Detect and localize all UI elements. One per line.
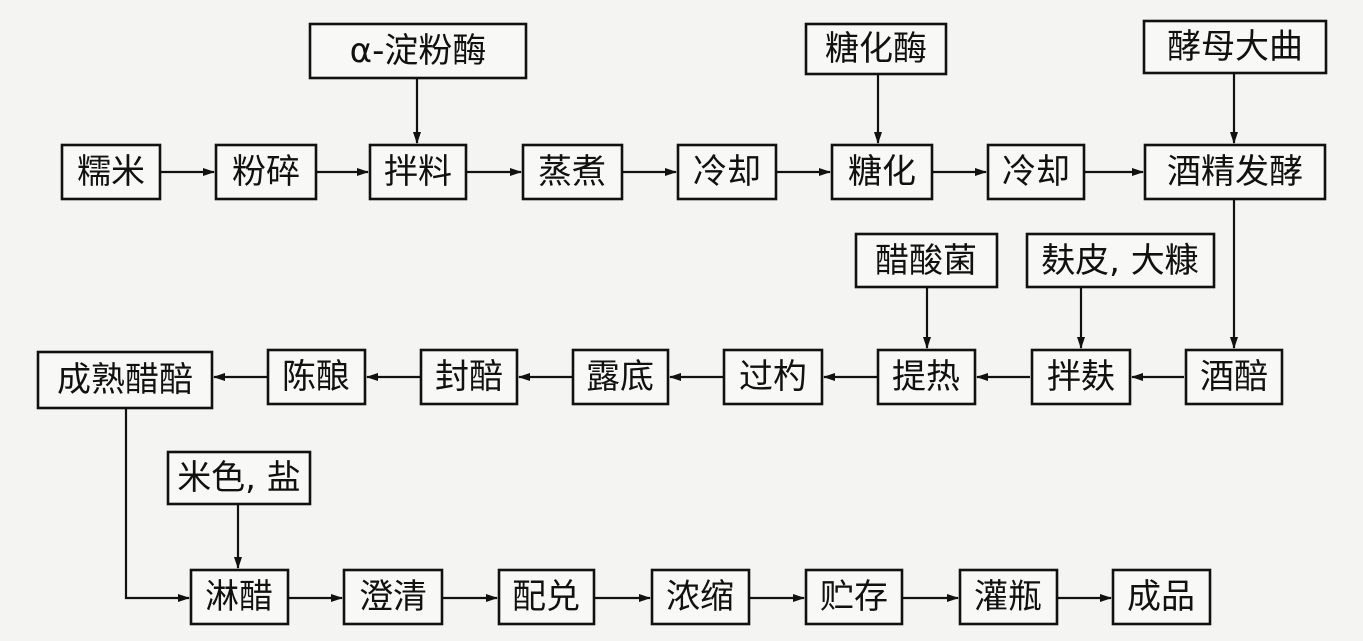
node-fengpei: 封醅 <box>419 348 519 406</box>
node-nuomi-label: 糯米 <box>77 152 145 192</box>
node-lincu-label: 淋醋 <box>205 577 273 617</box>
node-chenniang-label: 陈酿 <box>282 357 350 397</box>
node-chengpin-label: 成品 <box>1127 577 1195 617</box>
node-chengshu-cupei: 成熟醋醅 <box>36 350 214 410</box>
node-alpha-dianfenmei-label: α-淀粉酶 <box>350 31 487 71</box>
node-jiaomu-daqu: 酵母大曲 <box>1142 19 1328 75</box>
node-lincu: 淋醋 <box>189 568 290 626</box>
node-cusuanjun: 醋酸菌 <box>854 232 999 289</box>
node-ludi-label: 露底 <box>586 357 654 397</box>
node-zhucun-label: 贮存 <box>820 577 888 617</box>
node-banliao: 拌料 <box>368 143 468 201</box>
node-cusuanjun-label: 醋酸菌 <box>875 241 977 281</box>
node-chenniang: 陈酿 <box>266 348 367 406</box>
node-lengque-1-label: 冷却 <box>693 152 761 192</box>
node-tire-label: 提热 <box>892 357 960 397</box>
node-chengqing-label: 澄清 <box>359 577 427 617</box>
node-zhengzhu: 蒸煮 <box>521 143 624 201</box>
node-lengque-2-label: 冷却 <box>1002 152 1070 192</box>
node-fupi-dakang-label: 麸皮, 大糠 <box>1041 241 1199 281</box>
node-tanghua: 糖化 <box>830 143 934 201</box>
node-banfu: 拌麸 <box>1030 348 1132 406</box>
node-jiujing-fajiao: 酒精发酵 <box>1143 143 1327 201</box>
edge-chengshu-lincu <box>124 408 190 602</box>
node-mise-yan: 米色, 盐 <box>166 450 312 506</box>
node-jiaomu-daqu-label: 酵母大曲 <box>1167 27 1303 67</box>
node-jiujing-fajiao-label: 酒精发酵 <box>1167 152 1303 192</box>
node-jiupei-label: 酒醅 <box>1200 357 1268 397</box>
node-ludi: 露底 <box>571 348 670 406</box>
node-fengpei-label: 封醅 <box>435 357 503 397</box>
node-mise-yan-label: 米色, 盐 <box>177 458 301 498</box>
node-nongsuo: 浓缩 <box>650 568 751 626</box>
node-chengshu-cupei-label: 成熟醋醅 <box>57 360 193 400</box>
node-zhucun: 贮存 <box>804 568 904 626</box>
node-nongsuo-label: 浓缩 <box>666 577 734 617</box>
node-guanping: 灌瓶 <box>958 568 1059 626</box>
node-fensui: 粉碎 <box>214 143 318 201</box>
node-fupi-dakang: 麸皮, 大糠 <box>1025 232 1216 289</box>
node-lengque-2: 冷却 <box>986 143 1086 201</box>
node-peidui: 配兑 <box>497 568 596 626</box>
node-guoshao: 过杓 <box>722 348 824 406</box>
node-nuomi: 糯米 <box>60 143 162 201</box>
node-banfu-label: 拌麸 <box>1047 357 1115 397</box>
node-tanghuamei-label: 糖化酶 <box>825 29 927 69</box>
node-chengqing: 澄清 <box>342 568 444 626</box>
node-chengpin: 成品 <box>1111 568 1212 626</box>
node-tire: 提热 <box>876 348 977 406</box>
node-fensui-label: 粉碎 <box>232 152 300 192</box>
node-alpha-dianfenmei: α-淀粉酶 <box>308 22 528 80</box>
edges <box>124 73 1238 602</box>
node-peidui-label: 配兑 <box>512 577 580 617</box>
node-guoshao-label: 过杓 <box>739 357 807 397</box>
node-lengque-1: 冷却 <box>676 143 778 201</box>
node-jiupei: 酒醅 <box>1184 348 1284 406</box>
node-zhengzhu-label: 蒸煮 <box>538 152 606 192</box>
node-guanping-label: 灌瓶 <box>974 577 1042 617</box>
node-banliao-label: 拌料 <box>384 152 452 192</box>
node-tanghuamei: 糖化酶 <box>804 22 948 76</box>
node-tanghua-label: 糖化 <box>848 152 916 192</box>
nodes: 糯米 粉碎 拌料 蒸煮 冷却 糖化 冷却 酒精发酵 <box>36 19 1328 626</box>
